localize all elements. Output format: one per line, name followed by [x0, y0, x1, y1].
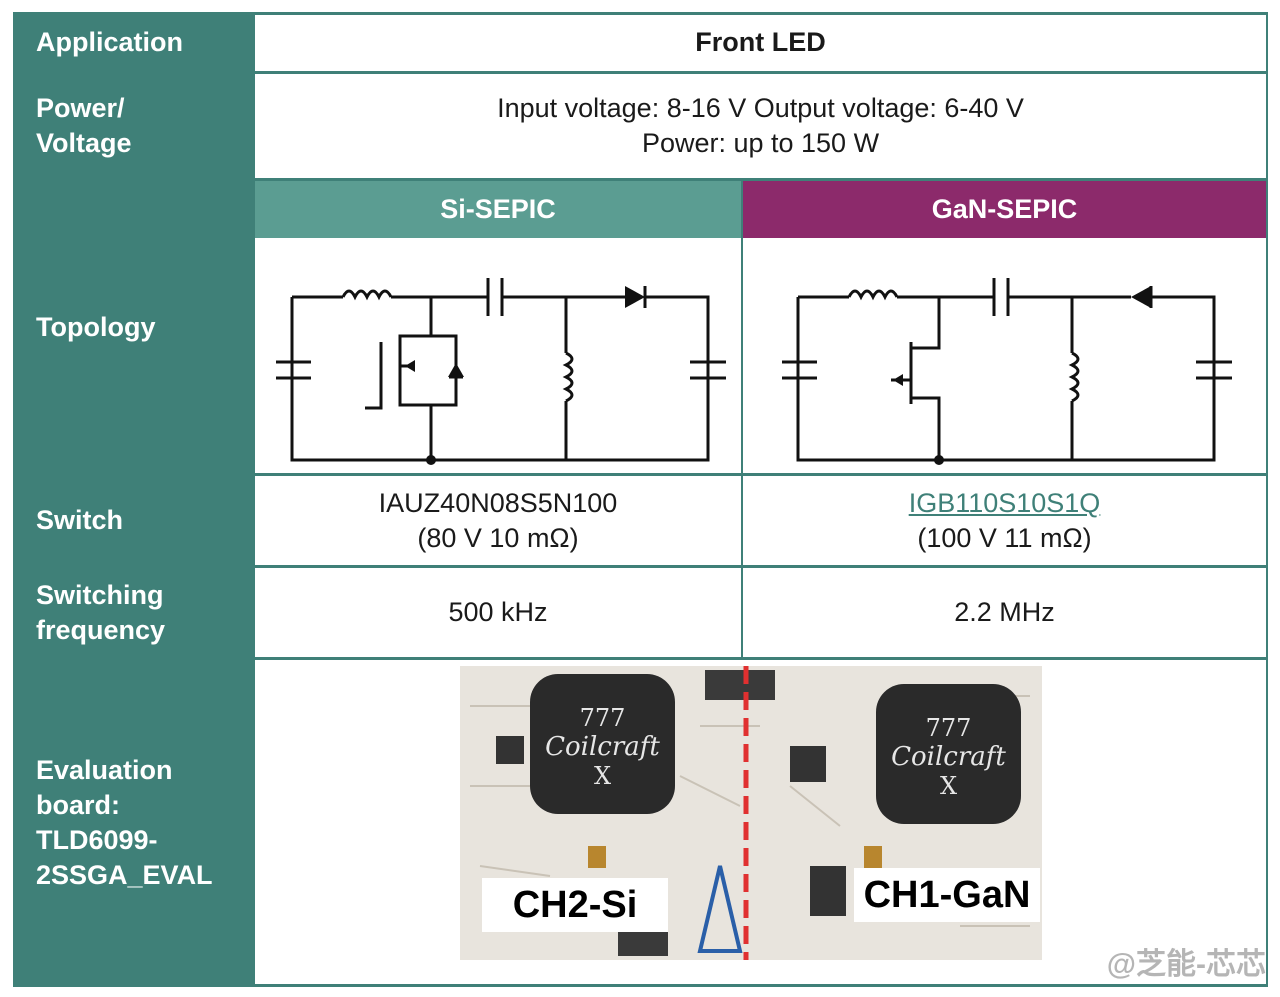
gan-sepic-header: GaN-SEPIC — [743, 181, 1266, 238]
gan-sepic-title: GaN-SEPIC — [931, 194, 1078, 224]
watermark: @芝能-芯芯 — [1107, 939, 1266, 983]
coil-number-right: 777 — [925, 714, 972, 742]
coil-brand-left: Coilcraft — [545, 732, 660, 762]
watermark-text: @芝能-芯芯 — [1106, 948, 1266, 981]
header-frequency-line-2: frequency — [36, 614, 166, 645]
gan-sepic-schematic — [782, 278, 1232, 465]
gan-frequency-cell: 2.2 MHz — [743, 568, 1266, 657]
coil-brand-right: Coilcraft — [891, 742, 1006, 772]
header-application: Application — [13, 14, 255, 71]
header-topology: Topology — [13, 181, 255, 473]
gan-switch-cell: IGB110S10S1Q (100 V 11 mΩ) — [743, 476, 1266, 565]
header-switching-frequency: Switching frequency — [13, 568, 255, 657]
board-traces — [470, 666, 1030, 960]
application-value: Front LED — [255, 14, 1266, 71]
comparison-table: Application Power/ Voltage Topology Swit… — [13, 12, 1268, 987]
header-eval-line-2: board: — [36, 790, 120, 820]
power-line-1: Input voltage: 8-16 V Output voltage: 6-… — [497, 93, 1024, 123]
header-eval-line-1: Evaluation — [36, 755, 173, 785]
ch1-gan-label: CH1-GaN — [854, 868, 1040, 922]
coil-inductor-left: 777 Coilcraft X — [530, 674, 675, 814]
header-eval-line-3: TLD6099- — [36, 825, 158, 855]
grid-line — [13, 984, 1268, 987]
header-topology-label: Topology — [36, 311, 156, 342]
si-sepic-header: Si-SEPIC — [255, 181, 741, 238]
grid-line — [13, 178, 1268, 181]
ch2-si-label: CH2-Si — [482, 878, 668, 932]
grid-line — [741, 178, 743, 658]
coil-mark-right: X — [939, 772, 958, 800]
grid-line — [13, 473, 1268, 476]
grid-line — [13, 657, 1268, 660]
header-power-line-1: Power/ — [36, 93, 125, 123]
ch2-si-text: CH2-Si — [512, 883, 638, 926]
si-switch-cell: IAUZ40N08S5N100 (80 V 10 mΩ) — [255, 476, 741, 565]
gan-frequency: 2.2 MHz — [954, 597, 1055, 627]
evaluation-board-photo: 777 Coilcraft X 777 Coilcraft X CH2-Si C… — [460, 666, 1042, 960]
si-sepic-title: Si-SEPIC — [440, 194, 556, 224]
si-sepic-schematic — [276, 278, 726, 465]
gan-switch-part-link[interactable]: IGB110S10S1Q — [908, 487, 1101, 518]
coil-mark-left: X — [593, 762, 612, 790]
header-frequency-line-1: Switching — [36, 579, 164, 610]
header-power-line-2: Voltage — [36, 128, 132, 158]
si-frequency: 500 kHz — [448, 597, 548, 627]
header-eval-line-4: 2SSGA_EVAL — [36, 860, 213, 890]
grid-line — [13, 565, 1268, 568]
header-switch-label: Switch — [36, 505, 124, 535]
application-value-text: Front LED — [695, 27, 826, 57]
ch1-gan-text: CH1-GaN — [863, 873, 1031, 916]
grid-line — [13, 12, 1268, 15]
grid-line — [1266, 14, 1268, 986]
coil-number-left: 777 — [579, 704, 626, 732]
header-evaluation-board: Evaluation board: TLD6099- 2SSGA_EVAL — [13, 660, 255, 986]
si-switch-part: IAUZ40N08S5N100 — [378, 487, 618, 518]
si-switch-spec: (80 V 10 mΩ) — [417, 522, 579, 553]
power-value: Input voltage: 8-16 V Output voltage: 6-… — [255, 74, 1266, 178]
header-switch: Switch — [13, 476, 255, 565]
header-power-voltage: Power/ Voltage — [13, 74, 255, 178]
header-application-label: Application — [36, 27, 183, 57]
power-line-2: Power: up to 150 W — [641, 128, 880, 158]
coil-inductor-right: 777 Coilcraft X — [876, 684, 1021, 824]
gan-switch-spec: (100 V 11 mΩ) — [917, 522, 1092, 553]
grid-line — [13, 71, 1268, 74]
si-frequency-cell: 500 kHz — [255, 568, 741, 657]
